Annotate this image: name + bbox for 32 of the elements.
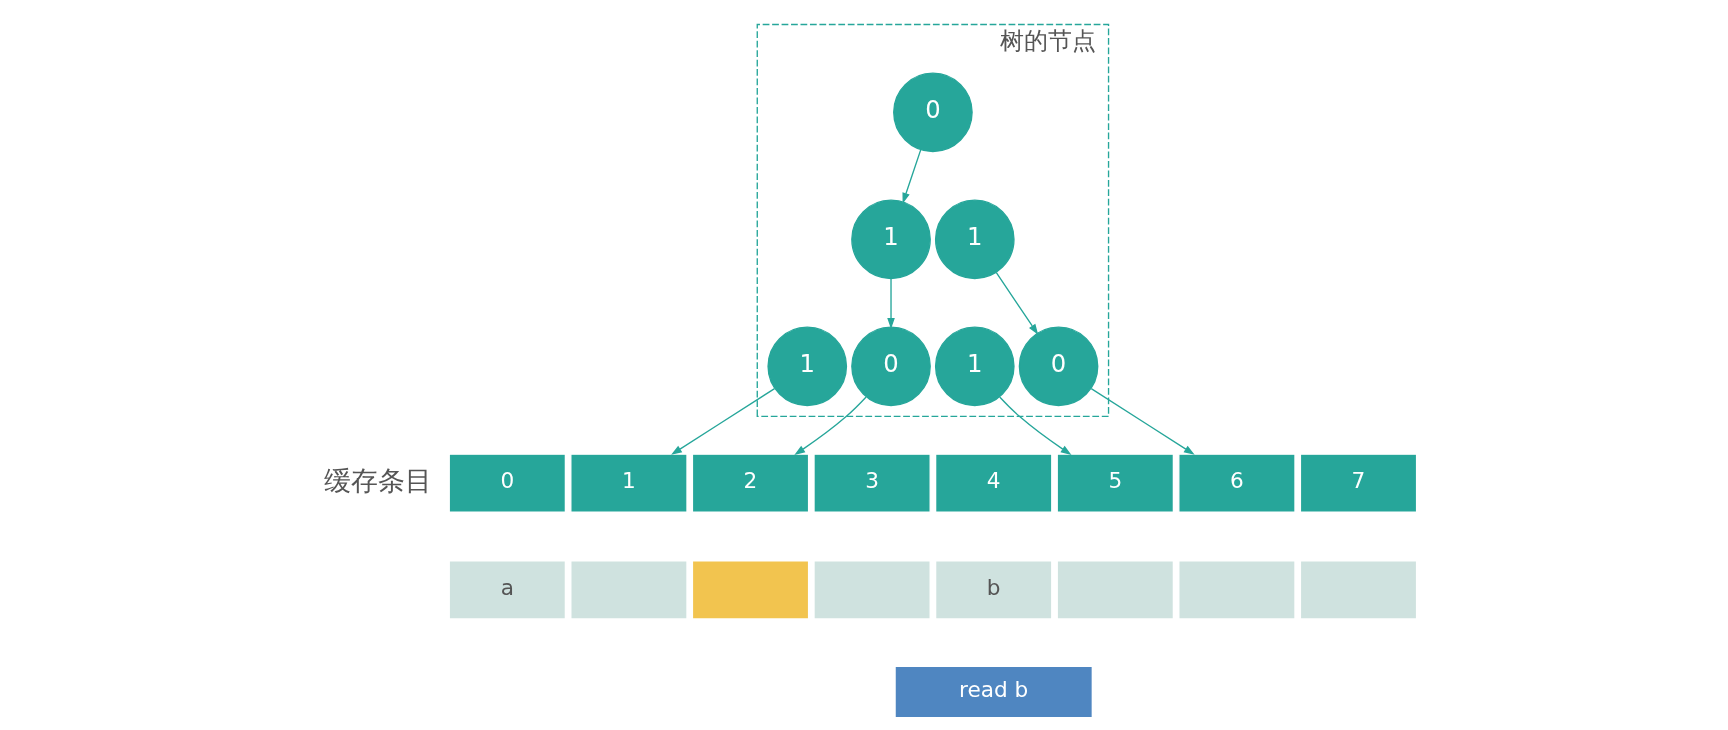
node-box: 3 <box>813 453 931 513</box>
node-box: 5 <box>1056 453 1175 513</box>
node-box <box>1056 560 1175 620</box>
node-box: 1 <box>570 453 688 513</box>
arrow <box>671 387 776 455</box>
node-circle: 1 <box>934 326 1015 407</box>
node-circle: 1 <box>934 199 1015 280</box>
arrow <box>999 396 1072 456</box>
label: 缓存条目 <box>323 464 432 496</box>
node-box: b <box>934 560 1053 620</box>
node-box <box>1178 560 1296 620</box>
arrow <box>902 148 922 204</box>
node-box <box>813 560 931 620</box>
node-box: 6 <box>1178 453 1296 513</box>
node-box: a <box>448 560 567 620</box>
node-box <box>570 560 688 620</box>
node-box <box>691 560 810 620</box>
node-box: 7 <box>1299 453 1418 513</box>
node-box: 2 <box>691 453 810 513</box>
arrow <box>1090 387 1195 455</box>
node-box: 4 <box>934 453 1053 513</box>
node-box: 0 <box>448 453 567 513</box>
node-box <box>1299 560 1418 620</box>
arrow <box>995 272 1039 335</box>
node-circle: 0 <box>1018 326 1099 407</box>
node-circle: 1 <box>767 326 848 407</box>
node-circle: 0 <box>851 326 931 407</box>
node-circle: 0 <box>893 72 973 153</box>
node-box: read b <box>895 666 1092 717</box>
arrow <box>887 278 895 329</box>
node-circle: 1 <box>851 199 931 280</box>
arrow <box>794 396 867 456</box>
